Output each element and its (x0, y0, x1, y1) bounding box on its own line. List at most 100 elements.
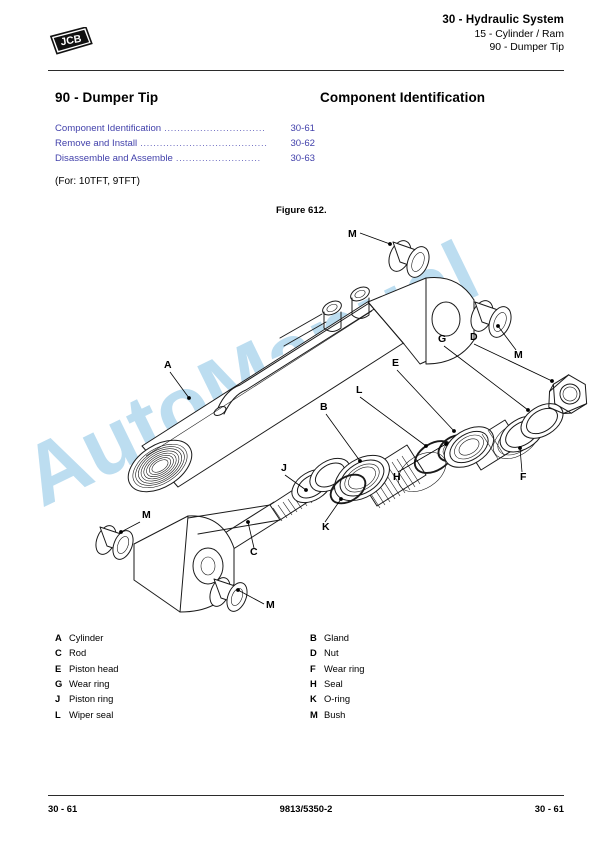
page-footer: 30 - 61 9813/5350-2 30 - 61 (48, 803, 564, 814)
callout-label-D: D (470, 331, 478, 343)
callout-label-M-right: M (514, 349, 523, 361)
callout-label-E: E (392, 357, 399, 369)
legend-item: A Cylinder (55, 630, 310, 645)
part-piston-ring (291, 457, 351, 504)
callout-label-H: H (393, 471, 401, 483)
parts-legend: A Cylinder C Rod E Piston head G Wear ri… (55, 630, 525, 722)
legend-key: C (55, 647, 62, 659)
part-o-ring (329, 473, 367, 505)
legend-value: Wear ring (324, 662, 365, 674)
part-bush-right (470, 300, 512, 338)
callout-label-M-top: M (348, 228, 357, 240)
legend-value: Piston ring (69, 693, 114, 705)
legend-value: Cylinder (69, 632, 104, 643)
callout-F: F (518, 446, 527, 483)
toc-label: Remove and Install (55, 137, 138, 149)
callout-A: A (164, 359, 191, 400)
legend-key: G (55, 677, 63, 689)
legend-value: Wiper seal (69, 708, 114, 720)
legend-key: L (55, 708, 61, 720)
callout-label-M-left: M (142, 509, 151, 521)
page-header: JCB 30 - Hydraulic System 15 - Cylinder … (0, 0, 612, 78)
callout-L: L (356, 384, 428, 448)
callout-M-bottom: M (236, 588, 275, 611)
legend-value: Seal (324, 677, 343, 689)
legend-column-right: B Gland D Nut F Wear ring H Seal K O-rin… (310, 630, 525, 722)
figure-callouts: A B C D (119, 228, 554, 611)
jcb-logo-text: JCB (60, 33, 83, 49)
legend-value: O-ring (324, 693, 351, 705)
jcb-logo: JCB (48, 26, 94, 55)
callout-E: E (392, 357, 456, 433)
toc-page-number: 30-62 (290, 137, 315, 149)
toc-page-number: 30-61 (290, 123, 315, 134)
footer-page-left: 30 - 61 (48, 803, 78, 814)
part-bush-left (95, 525, 134, 560)
callout-label-A: A (164, 359, 172, 371)
toc-link-component-identification[interactable]: Component Identification ...............… (55, 122, 315, 137)
header-component: 90 - Dumper Tip (489, 42, 565, 54)
callout-label-M-bottom: M (266, 599, 275, 611)
table-of-contents: Component Identification ...............… (55, 122, 315, 167)
callout-C: C (246, 520, 258, 558)
toc-leader-dots: ............................... (164, 123, 266, 134)
callout-label-J: J (281, 462, 287, 474)
legend-key: D (310, 647, 317, 659)
header-divider (48, 70, 564, 71)
legend-key: F (310, 662, 316, 674)
footer-page-right: 30 - 61 (534, 803, 564, 814)
callout-B: B (320, 401, 362, 463)
toc-label: Disassemble and Assemble (55, 152, 173, 164)
legend-key: J (55, 693, 61, 705)
legend-column-left: A Cylinder C Rod E Piston head G Wear ri… (55, 630, 310, 722)
part-bush-top (388, 240, 430, 278)
callout-label-B: B (320, 401, 328, 413)
legend-item: M Bush (310, 707, 525, 722)
callout-M-top: M (348, 228, 392, 246)
part-bush-bottom (209, 577, 248, 612)
legend-item: K O-ring (310, 691, 525, 706)
legend-key: H (310, 677, 317, 689)
callout-K: K (322, 497, 343, 533)
toc-leader-dots: ....................................... (140, 137, 268, 149)
legend-key: E (55, 662, 62, 674)
legend-item: E Piston head (55, 661, 310, 676)
legend-value: Wear ring (69, 677, 110, 689)
legend-value: Piston head (69, 662, 119, 674)
callout-label-L: L (356, 384, 363, 396)
footer-document-number: 9813/5350-2 (279, 803, 333, 814)
toc-page-number: 30-63 (290, 152, 315, 164)
figure-caption: Figure 612. (276, 205, 327, 216)
callout-label-K: K (322, 521, 330, 533)
legend-key: K (310, 693, 317, 705)
legend-item: H Seal (310, 676, 525, 691)
toc-leader-dots: .......................... (175, 152, 261, 164)
callout-label-C: C (250, 546, 258, 558)
callout-label-F: F (520, 471, 527, 483)
legend-item: B Gland (310, 630, 525, 645)
toc-label: Component Identification (55, 123, 162, 134)
toc-link-remove-and-install[interactable]: Remove and Install .....................… (55, 137, 315, 152)
section-title: Component Identification (320, 90, 486, 105)
legend-value: Bush (324, 708, 346, 720)
part-gland (334, 444, 447, 509)
toc-link-disassemble-and-assemble[interactable]: Disassemble and Assemble ...............… (55, 152, 315, 167)
callout-label-G: G (438, 333, 446, 345)
part-cylinder-barrel (127, 299, 406, 493)
legend-item: G Wear ring (55, 676, 310, 691)
legend-item: F Wear ring (310, 661, 525, 676)
legend-key: A (55, 632, 62, 643)
legend-value: Nut (324, 647, 339, 659)
legend-item: J Piston ring (55, 691, 310, 706)
footer-divider (48, 795, 564, 796)
part-nut (548, 374, 588, 415)
legend-item: D Nut (310, 645, 525, 660)
callout-M-left: M (119, 509, 151, 534)
legend-value: Gland (324, 632, 350, 643)
applicability-note: (For: 10TFT, 9TFT) (55, 176, 140, 187)
part-cylinder-eye-end (279, 276, 475, 365)
header-assembly: 15 - Cylinder / Ram (474, 28, 564, 40)
callout-G: G (438, 333, 530, 412)
header-titles: 30 - Hydraulic System 15 - Cylinder / Ra… (442, 13, 564, 54)
